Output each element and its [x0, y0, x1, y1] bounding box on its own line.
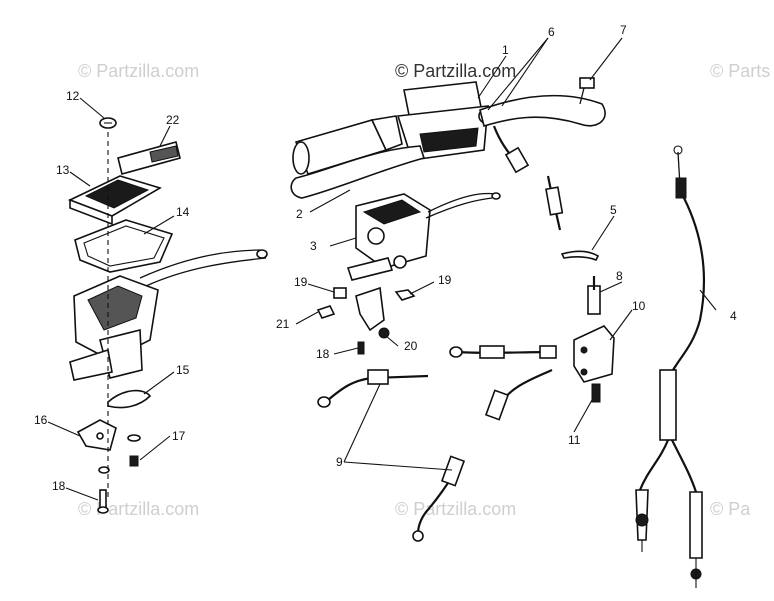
hose-to-fitting: [492, 125, 530, 174]
callout-2: 2: [296, 207, 303, 221]
throttle-housing-3: [355, 192, 501, 269]
brake-line-9-left: [317, 369, 429, 408]
callout-15: 15: [176, 363, 190, 377]
brake-lever-lower: [290, 145, 426, 199]
master-cylinder-body: [69, 249, 268, 381]
brake-lever-upper: [479, 94, 606, 128]
callout-5: 5: [610, 203, 617, 217]
callout-7: 7: [620, 23, 627, 37]
reservoir-cover-13: [67, 175, 162, 226]
watermark-main: © Partzilla.com: [395, 61, 516, 81]
watermark-bottom-left: © Partzilla.com: [78, 499, 199, 519]
callout-20: 20: [404, 339, 418, 353]
callout-6: 6: [548, 25, 555, 39]
screw-12: [99, 117, 117, 129]
callout-13: 13: [56, 163, 70, 177]
screw-18-left: [97, 489, 109, 514]
callout-10: 10: [632, 299, 646, 313]
brake-line-lower: [484, 368, 553, 421]
callout-14: 14: [176, 205, 190, 219]
callout-21: 21: [276, 317, 290, 331]
screw-20: [378, 327, 390, 339]
watermark-bottom-right: © Pa: [710, 499, 751, 519]
callout-9: 9: [336, 455, 343, 469]
switch-bracket-19: [333, 257, 416, 332]
washers-17: [98, 434, 141, 474]
throttle-cable-4: [635, 145, 706, 588]
watermark-top-left: © Partzilla.com: [78, 61, 199, 81]
fitting-8: [587, 276, 601, 315]
callout-8: 8: [616, 269, 623, 283]
throttle-grip: [292, 115, 403, 175]
brake-line-upper: [545, 175, 564, 231]
watermark-bottom-center: © Partzilla.com: [395, 499, 516, 519]
brake-line-left: [449, 345, 557, 359]
callout-numbers: 1 2 3 4 5 6 7 8 9 10 11 12 13 14 15 16 1…: [34, 23, 737, 493]
watermark-top-right: © Parts: [710, 61, 770, 81]
callout-22: 22: [166, 113, 180, 127]
callout-11: 11: [568, 433, 581, 447]
label-22: [117, 141, 181, 175]
callout-16: 16: [34, 413, 48, 427]
callout-19-left: 19: [294, 275, 308, 289]
callout-19-right: 19: [438, 273, 452, 287]
callout-3: 3: [310, 239, 317, 253]
clip-5: [560, 250, 600, 262]
callout-1: 1: [502, 43, 509, 57]
callout-18-left: 18: [52, 479, 66, 493]
leader-lines: [47, 37, 717, 501]
screw-18-center: [357, 341, 365, 355]
junction-block-10: [573, 325, 615, 383]
gasket-14: [74, 219, 174, 273]
callout-18-center: 18: [316, 347, 330, 361]
bracket-16: [76, 419, 117, 451]
clip-21: [316, 305, 336, 319]
callout-4: 4: [730, 309, 737, 323]
callout-17: 17: [172, 429, 186, 443]
boot-15: [107, 389, 152, 409]
pivot-bolt-7: [579, 77, 595, 105]
bolt-11: [591, 383, 601, 403]
callout-12: 12: [66, 89, 80, 103]
brake-line-9-bottom: [412, 455, 466, 542]
